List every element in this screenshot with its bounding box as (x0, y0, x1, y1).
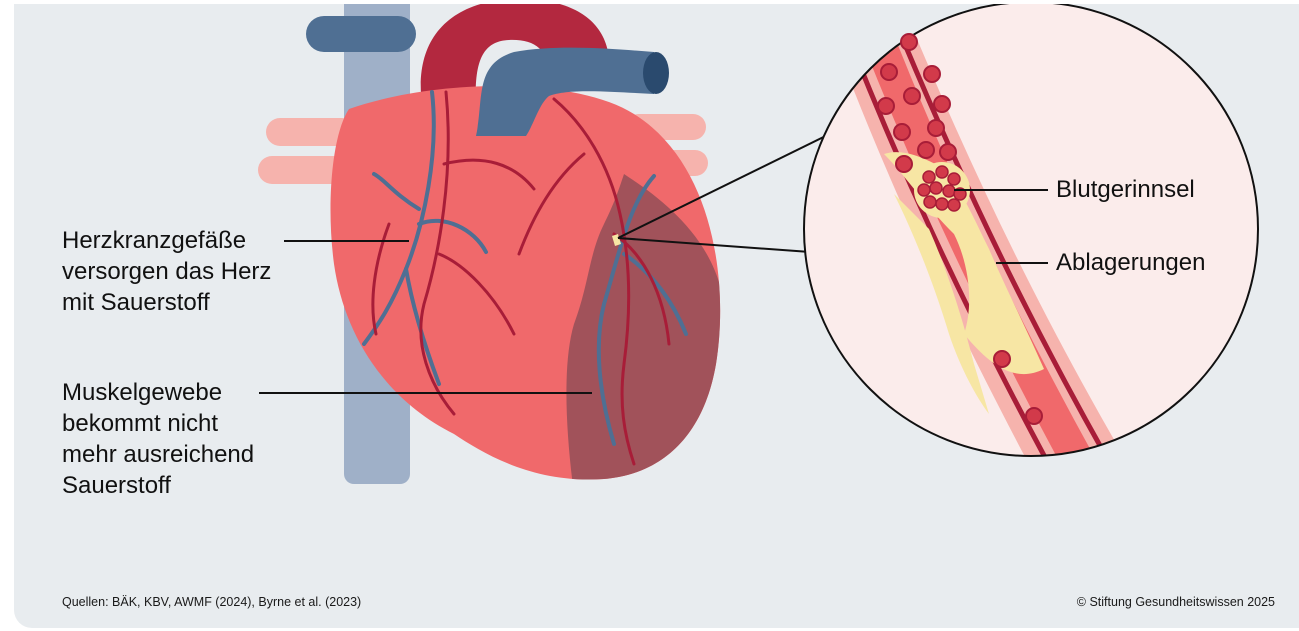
label-line: Herzkranzgefäße (62, 225, 271, 256)
label-line: Sauerstoff (62, 470, 254, 501)
muscle-tissue-label: Muskelgewebe bekommt nicht mehr ausreich… (62, 377, 254, 501)
label-line: bekommt nicht (62, 408, 254, 439)
blood-clot-label: Blutgerinnsel (1056, 174, 1195, 205)
vena-cava-branch (306, 16, 416, 52)
infographic-card: Herzkranzgefäße versorgen das Herz mit S… (14, 4, 1299, 628)
label-line: versorgen das Herz (62, 256, 271, 287)
label-line: mit Sauerstoff (62, 287, 271, 318)
pulmonary-artery-opening (643, 52, 669, 94)
sources-text: Quellen: BÄK, KBV, AWMF (2024), Byrne et… (62, 595, 361, 609)
coronary-vessels-label: Herzkranzgefäße versorgen das Herz mit S… (62, 225, 271, 318)
deposits-label: Ablagerungen (1056, 247, 1205, 278)
label-line: mehr ausreichend (62, 439, 254, 470)
label-line: Muskelgewebe (62, 377, 254, 408)
copyright-text: © Stiftung Gesundheitswissen 2025 (1077, 595, 1275, 609)
